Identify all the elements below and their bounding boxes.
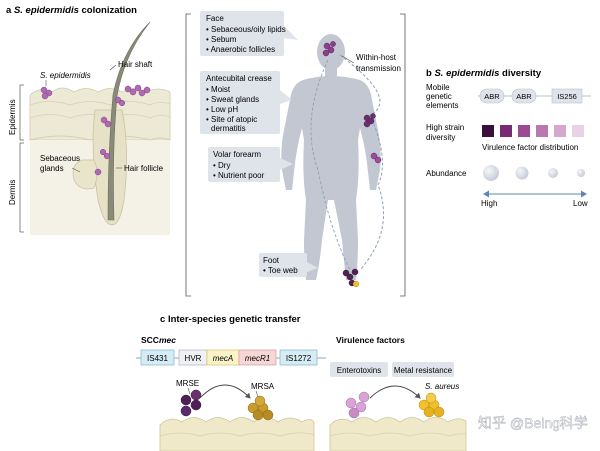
face-item: • Sebaceous/oily lipids	[206, 25, 286, 34]
panel-b-title: b S. epidermidis diversity	[426, 68, 542, 79]
abundance-circle	[483, 165, 499, 181]
face-title: Face	[206, 14, 224, 23]
panel-b: b S. epidermidis diversity Mobile geneti…	[426, 68, 591, 208]
element-abr: ABR	[516, 92, 532, 101]
sebaceous-label-2: glands	[40, 164, 64, 173]
hair-shaft	[107, 21, 151, 221]
strain-label: High strain	[426, 123, 464, 132]
antecubital-item: • Moist	[206, 85, 231, 94]
mrse-cluster	[180, 389, 202, 417]
gene-meca-label: mecA	[213, 354, 233, 363]
mrsa-cluster	[247, 395, 274, 421]
volar-title: Volar forearm	[213, 150, 261, 159]
antecubital-item: • Site of atopic	[206, 115, 257, 124]
gene-hvr-label: HVR	[185, 354, 202, 363]
abundance-label: Abundance	[426, 169, 467, 178]
antecubital-item-cont: dermatitis	[211, 124, 246, 133]
s-aureus-label: S. aureus	[425, 382, 459, 391]
mrse-label: MRSE	[176, 379, 199, 388]
antecubital-item: • Low pH	[206, 105, 238, 114]
transmission-label-2: transmission	[356, 64, 401, 73]
strain-swatch	[554, 125, 566, 137]
transmission-label-1: Within-host	[356, 53, 397, 62]
antecubital-title: Antecubital crease	[206, 74, 272, 83]
callout-antecubital: Antecubital crease • Moist • Sweat gland…	[200, 71, 292, 134]
mobile-label: elements	[426, 101, 458, 110]
s-aureus-cluster	[418, 392, 445, 418]
metal-resistance-box	[392, 362, 454, 377]
sebaceous-label-1: Sebaceous	[40, 154, 80, 163]
hair-shaft-label: Hair shaft	[118, 60, 153, 69]
mobile-elements: ABR ABR IS256	[479, 88, 583, 104]
strain-label: diversity	[426, 133, 455, 142]
strain-swatch	[500, 125, 512, 137]
panel-c: c Inter-species genetic transfer SCCmec …	[136, 314, 467, 451]
enterotoxins-label: Enterotoxins	[337, 366, 381, 375]
watermark: 知乎 @Being科学	[478, 415, 588, 431]
foot-item: • Toe web	[263, 266, 298, 275]
gene-mecr1-label: mecR1	[245, 354, 270, 363]
gene-mecr1	[238, 349, 277, 366]
transfer-arrow-scc	[199, 384, 251, 399]
strain-swatch	[482, 125, 494, 137]
panel-a-title: a S. epidermidis colonization	[6, 5, 137, 16]
face-item: • Anaerobic follicles	[206, 45, 275, 54]
skin-cross-section: Epidermis Dermis Hair shaft S. epidermid…	[8, 21, 171, 235]
metal-resistance-label: Metal resistance	[394, 366, 453, 375]
body-map: Face • Sebaceous/oily lipids • Sebum • A…	[185, 11, 406, 297]
face-item: • Sebum	[206, 35, 237, 44]
scc-mec-cassette: IS431 HVR mecA mecR1 IS1272	[140, 349, 318, 366]
strain-swatch	[518, 125, 530, 137]
body-colonization-sites	[322, 41, 382, 288]
callout-foot: Foot • Toe web	[259, 253, 318, 277]
high-label: High	[481, 199, 497, 208]
abundance-scale	[483, 165, 585, 181]
scc-mec-title: SCCmec	[141, 335, 176, 345]
volar-item: • Dry	[213, 161, 230, 170]
antecubital-item: • Sweat glands	[206, 95, 259, 104]
epidermis-label: Epidermis	[8, 99, 17, 135]
element-is256: IS256	[557, 92, 577, 101]
strain-swatches	[482, 125, 584, 137]
virulence-skin-strip	[329, 417, 467, 451]
gene-is1272	[279, 349, 318, 366]
dermis-label: Dermis	[8, 180, 17, 205]
strain-swatch	[536, 125, 548, 137]
scc-skin-strip	[159, 417, 315, 451]
s-epi-virulence-cluster	[345, 391, 370, 419]
mobile-label: genetic	[426, 92, 452, 101]
panel-c-title: c Inter-species genetic transfer	[160, 314, 301, 325]
mobile-label: Mobile	[426, 83, 450, 92]
volar-item: • Nutrient poor	[213, 171, 265, 180]
virulence-title: Virulence factors	[336, 335, 405, 345]
abundance-circle	[548, 168, 558, 178]
virulence-distribution-label: Virulence factor distribution	[482, 143, 578, 152]
callout-volar: Volar forearm • Dry • Nutrient poor	[208, 147, 293, 182]
foot-title: Foot	[263, 256, 280, 265]
gene-is431-label: IS431	[147, 354, 168, 363]
low-label: Low	[573, 199, 588, 208]
mrsa-label: MRSA	[251, 382, 275, 391]
hair-follicle-label: Hair follicle	[124, 164, 164, 173]
callout-face: Face • Sebaceous/oily lipids • Sebum • A…	[200, 11, 298, 56]
s-epidermidis-cells	[40, 84, 151, 176]
element-abr: ABR	[484, 92, 500, 101]
s-epidermidis-label: S. epidermidis	[40, 71, 91, 80]
enterotoxins-box	[330, 362, 388, 377]
panel-a: a S. epidermidis colonization Epidermis …	[6, 5, 171, 235]
abundance-circle	[515, 166, 529, 180]
strain-swatch	[572, 125, 584, 137]
gene-is431	[140, 349, 175, 366]
transfer-arrow-virulence	[369, 385, 421, 399]
abundance-circle	[577, 169, 585, 177]
gene-is1272-label: IS1272	[286, 354, 312, 363]
